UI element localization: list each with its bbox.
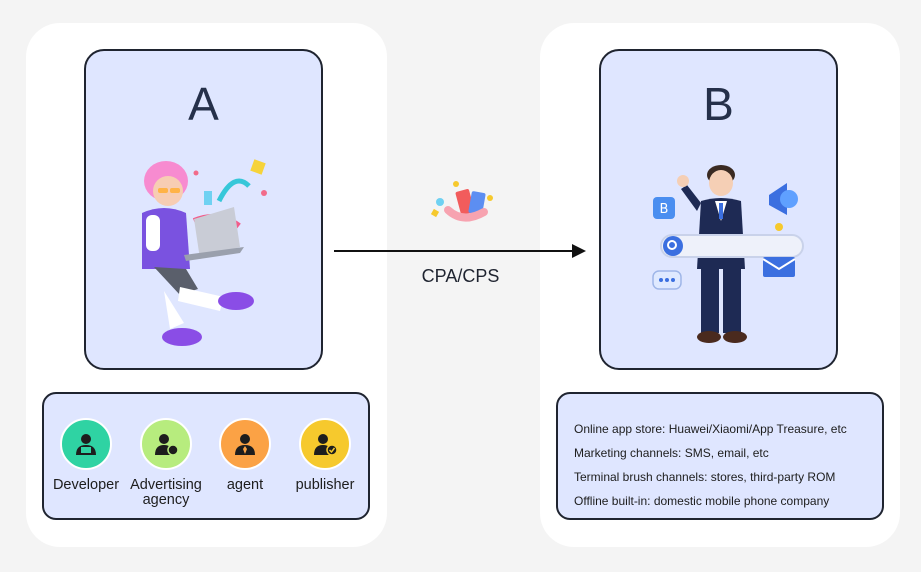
developer-icon [76,434,96,455]
businessman-illustration: B [652,165,804,343]
role-publisher-badge [299,418,351,470]
flow-label: CPA/CPS [421,266,500,286]
developer-illustration [142,159,267,346]
card-b: B B [599,49,838,370]
channel-line: Terminal brush channels: stores, third-p… [574,470,836,484]
role-agency-badge [140,418,192,470]
role-agent-badge [219,418,271,470]
channel-line: Offline built-in: domestic mobile phone … [574,494,830,508]
channel-line: Marketing channels: SMS, email, etc [574,446,769,460]
roles-box: Developer Advertising agency agent [42,392,370,520]
card-a-letter: A [188,78,219,130]
role-publisher-label: publisher [295,477,355,493]
money-illustration [430,181,493,222]
role-advertising-agency: Advertising agency [121,418,211,508]
role-agent: agent [200,418,290,493]
channels-box: Online app store: Huawei/Xiaomi/App Trea… [556,392,884,520]
role-developer-badge [60,418,112,470]
role-agent-label: agent [226,477,264,493]
role-developer-label: Developer [52,477,120,493]
card-b-letter: B [703,78,734,130]
role-agency-label: Advertising agency [130,477,202,508]
agent-icon [235,434,255,455]
channel-line: Online app store: Huawei/Xiaomi/App Trea… [574,422,847,436]
role-publisher: publisher [280,418,370,493]
role-developer: Developer [41,418,131,493]
agency-icon [155,434,179,456]
card-a: A [84,49,323,370]
svg-text:B: B [660,202,669,217]
publisher-icon [314,434,338,456]
flow-arrow [334,244,586,258]
